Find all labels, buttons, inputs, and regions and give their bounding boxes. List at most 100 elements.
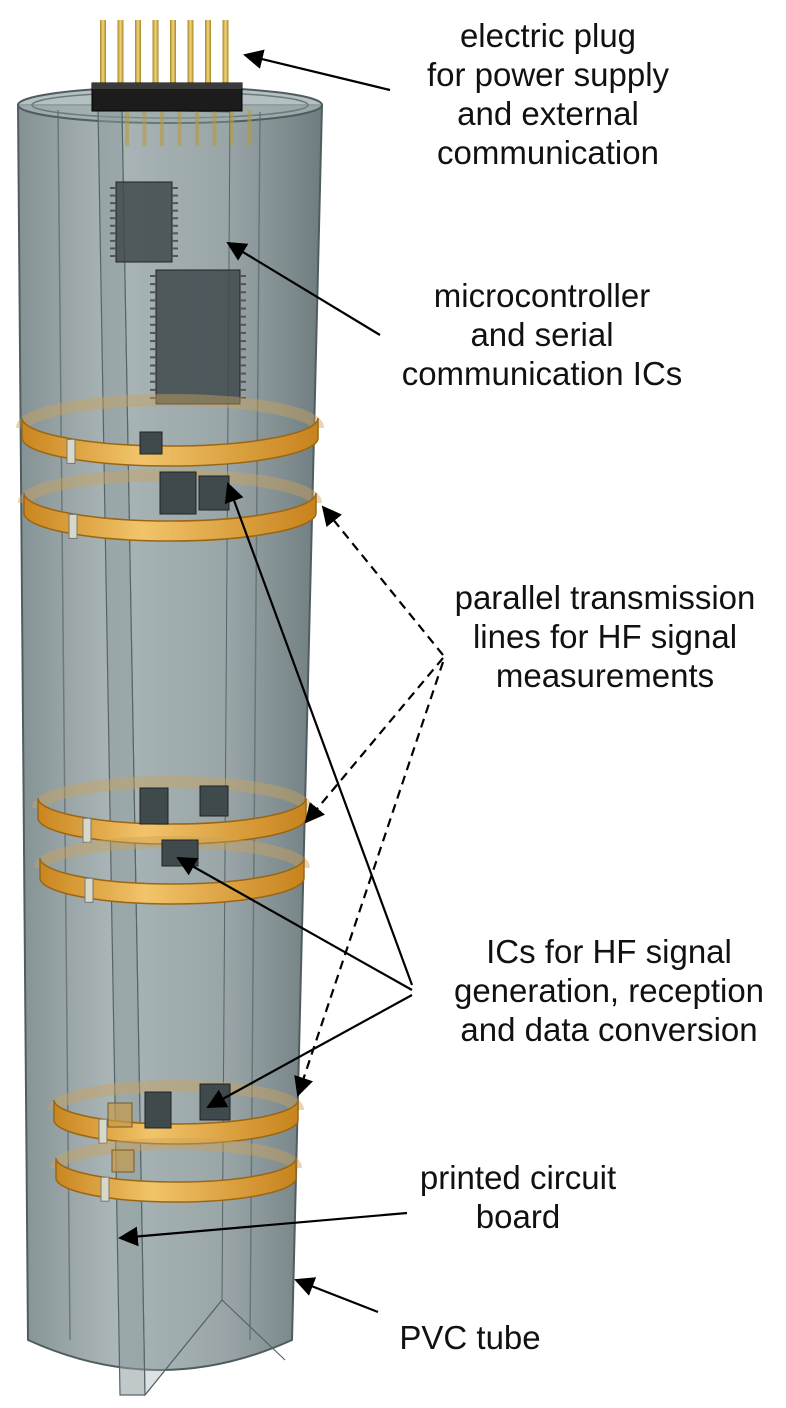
chip-pin [172, 187, 178, 189]
chip-pin [172, 217, 178, 220]
chip-pin [150, 275, 156, 277]
microcontroller-chips [110, 181, 246, 405]
plug-arrow [243, 49, 391, 92]
chip-pin [172, 209, 178, 212]
tube-arrow [294, 1277, 379, 1314]
chip-pin [110, 239, 116, 242]
label-line: lines for HF signal [472, 618, 738, 655]
chip-pin [150, 283, 156, 286]
ics-arrow-3 [206, 994, 413, 1108]
label-pvc-tube: PVC tube [380, 1318, 560, 1357]
plug-pin-lower [142, 110, 147, 146]
chip-pin [240, 380, 246, 383]
ring-back [16, 394, 324, 430]
chip-pin [240, 275, 246, 277]
chip-pin [240, 340, 246, 343]
plug-pin [222, 20, 229, 84]
chip-pin [110, 217, 116, 220]
chip-pin [240, 307, 246, 310]
label-line: for power supply [426, 56, 670, 93]
chip-pin [110, 224, 116, 227]
plug-pin-lower [247, 110, 252, 146]
chip-pin [110, 202, 116, 205]
label-line: microcontroller [433, 277, 651, 314]
label-line: and data conversion [460, 1011, 758, 1048]
ring-gap [100, 1176, 110, 1202]
electric-plug [91, 20, 252, 146]
chip-pin [240, 291, 246, 294]
chip-pin [110, 209, 116, 212]
chip-pin [150, 299, 156, 302]
annotation-arrows [118, 49, 445, 1314]
lines-arrow-1 [321, 505, 444, 656]
lines-arrow-2 [304, 657, 444, 824]
microcontroller-ic [150, 269, 246, 405]
chip-pin [110, 194, 116, 197]
label-transmission-lines: parallel transmission lines for HF signa… [428, 578, 782, 695]
ring-back [50, 1138, 302, 1170]
label-line: and serial [470, 316, 614, 353]
ring-gap [82, 817, 92, 843]
chip-pin [110, 232, 116, 235]
label-line: board [475, 1198, 561, 1235]
chip-pin [150, 331, 156, 334]
label-line: and external [457, 95, 639, 132]
chip-pin [150, 291, 156, 294]
chip-pin [150, 323, 156, 326]
chip-pin [172, 224, 178, 227]
plug-pin-lower [160, 110, 164, 146]
chip-pin [150, 380, 156, 383]
chip-pin [172, 232, 178, 235]
plug-pin [170, 20, 176, 84]
micro-arrow [226, 241, 381, 336]
chip-pin [110, 255, 116, 257]
chip-pin [150, 315, 156, 318]
plug-pin [187, 20, 194, 84]
chip-pin [240, 283, 246, 286]
chip-pin [150, 372, 156, 375]
chip-pin [150, 356, 156, 359]
label-line: communication [437, 134, 659, 171]
copper-ring [50, 1138, 302, 1203]
label-pcb: printed circuit board [388, 1158, 648, 1236]
ring-gap [84, 877, 94, 903]
chip-pin [172, 202, 178, 205]
ics-arrow-2 [176, 857, 413, 991]
serial-ic [110, 181, 178, 263]
chip-pin [172, 239, 178, 242]
label-line: printed circuit [419, 1159, 617, 1196]
ring-gap [66, 438, 76, 464]
chip-pin [240, 356, 246, 359]
chip-pin [172, 247, 178, 250]
plug-pin [152, 20, 159, 84]
plug-pin-lower [230, 110, 234, 146]
chip-pin [240, 388, 246, 391]
label-hf-ics: ICs for HF signal generation, reception … [432, 932, 786, 1049]
chip-pin [172, 194, 178, 197]
ring-front [23, 492, 317, 542]
plug-pin [117, 20, 124, 84]
plug-pin-lower [212, 110, 217, 146]
chip-pin [150, 340, 156, 343]
ring-back [32, 776, 312, 810]
chip-pin [240, 315, 246, 318]
label-line: parallel transmission [454, 579, 756, 616]
lines-arrow-3 [294, 661, 445, 1097]
plug-pin [100, 20, 106, 84]
plug-pin-lower [195, 110, 199, 146]
chip-pin [110, 187, 116, 189]
label-line: PVC tube [399, 1319, 541, 1356]
label-line: electric plug [459, 17, 637, 54]
plug-pin [205, 20, 211, 84]
ring-gap [98, 1118, 108, 1144]
chip-pin [150, 388, 156, 391]
chip-pin [150, 397, 156, 399]
chip-pin [150, 348, 156, 351]
chip-pin [150, 364, 156, 367]
ring-front [21, 417, 319, 467]
chip-pin [240, 348, 246, 351]
label-line: communication ICs [401, 355, 683, 392]
label-electric-plug: electric plug for power supply and exter… [398, 16, 698, 172]
